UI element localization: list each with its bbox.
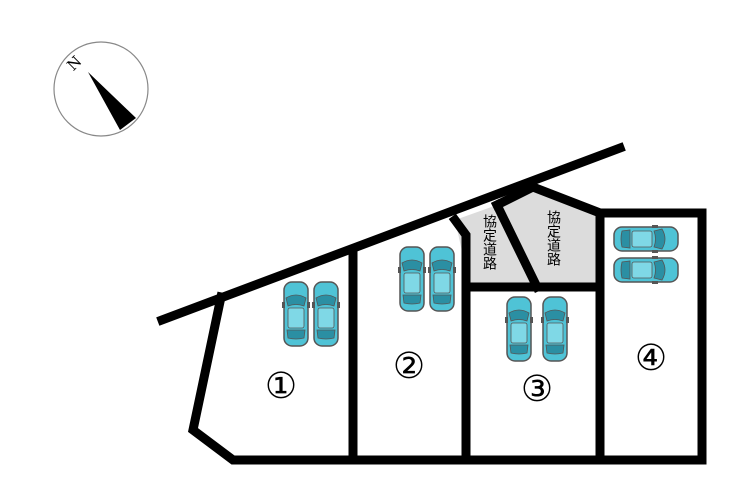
car-icon (504, 296, 534, 362)
lot-number-4: ④ (635, 338, 667, 379)
car-icon (427, 246, 457, 312)
private-road-left (455, 205, 537, 287)
car-icon (397, 246, 427, 312)
lot-number-1: ① (265, 366, 297, 407)
site-boundary (188, 182, 707, 465)
divider-2-3 (448, 213, 471, 465)
parking-lot-2 (397, 246, 457, 312)
parking-lot-3 (504, 296, 570, 362)
private-road-right (497, 187, 600, 287)
private-road-label: 協定道路 (481, 214, 497, 270)
private-road-label: 協定道路 (545, 210, 561, 266)
car-icon (540, 296, 570, 362)
parking-lot-4 (613, 224, 679, 285)
car-icon (311, 281, 341, 347)
north-arrow-icon (88, 72, 136, 130)
parcel-outlines (156, 142, 707, 465)
car-icon (613, 255, 679, 285)
compass: N (53, 41, 149, 137)
lot-number-2: ② (393, 346, 425, 387)
car-icon (613, 224, 679, 254)
car-icon (281, 281, 311, 347)
road-boundary-line (156, 142, 626, 326)
road-divider (490, 198, 544, 294)
parking-lot-1 (281, 281, 341, 347)
lot-number-3: ③ (521, 369, 553, 410)
